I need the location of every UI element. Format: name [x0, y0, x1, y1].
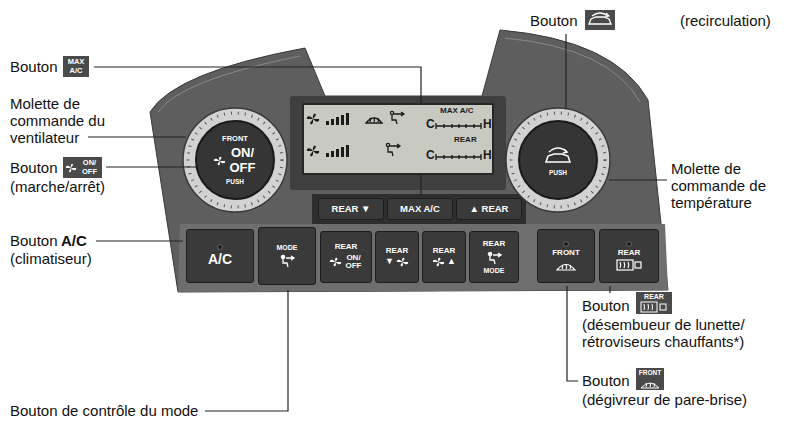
button-text: MODE — [277, 244, 298, 252]
icon-row: ON/ OFF — [329, 254, 364, 272]
fan-icon — [396, 257, 409, 267]
button-text: ON/ OFF — [228, 146, 258, 175]
display-text: H — [483, 149, 492, 161]
temperature-dial-ring — [506, 108, 610, 212]
car-glyph — [543, 144, 573, 166]
lcd-display: MAX A/C C H REAR C H — [302, 103, 494, 175]
button-text: ▼ — [385, 257, 394, 267]
callout-label: (recirculation) — [680, 12, 771, 29]
defrost-icon — [556, 259, 576, 271]
dot-glyph — [563, 241, 569, 247]
button-text: REAR — [433, 247, 456, 256]
icon-row: ▼ — [385, 257, 409, 267]
callout-label: Molette de commande de température — [671, 160, 789, 211]
mode-glyph — [485, 251, 503, 265]
icon-text: ON/ OFF — [78, 158, 101, 176]
icon-row: ON/ OFF — [213, 146, 258, 175]
dot-icon — [563, 241, 569, 247]
dot-icon — [626, 241, 632, 247]
callout-label: Bouton — [582, 297, 630, 314]
fan-icon — [329, 257, 342, 267]
rear-fan-up-button: REAR▲ — [422, 231, 466, 283]
icon-text: REAR — [636, 293, 672, 301]
fan-icon — [432, 257, 445, 267]
button-text: MODE — [484, 267, 505, 275]
icon-text: MAX A/C — [63, 57, 89, 75]
callout-label: (marche/arrêt) — [10, 178, 105, 195]
callout-label: A/C — [61, 232, 87, 249]
dot-glyph — [626, 241, 632, 247]
button-text: REAR — [618, 249, 641, 258]
icon-row: ▲ — [432, 257, 456, 267]
display-text: REAR — [454, 136, 477, 144]
mode-icon — [485, 251, 503, 265]
panel-body — [150, 30, 668, 292]
button-text: FRONT — [222, 135, 248, 143]
callout-label: (désembueur de lunette/ rétroviseurs cha… — [582, 316, 782, 350]
rear-fan-down-button: REAR▼ — [375, 231, 419, 283]
button-text: ON/ OFF — [344, 254, 364, 272]
display-text: C — [426, 149, 435, 161]
dot-glyph — [217, 244, 223, 250]
callout-label: (climatiseur) — [10, 250, 92, 267]
ac-button: A/C — [186, 229, 254, 283]
car-icon — [543, 144, 573, 166]
front-defrost-button: FRONT — [537, 229, 595, 283]
button-text: REAR ▼ — [332, 204, 371, 214]
display-text: H — [483, 118, 492, 130]
button-text: ▲ — [447, 257, 456, 267]
callout-label: Bouton — [530, 12, 578, 29]
leader-lines — [88, 34, 667, 411]
mode-glyph — [278, 254, 296, 268]
rear-defogger-button: REAR — [599, 229, 659, 283]
fan-control-dial: FRONT ON/ OFF PUSH — [195, 120, 275, 200]
mode-icon — [278, 254, 296, 268]
fan-icon — [213, 156, 226, 166]
button-text: FRONT — [552, 249, 580, 258]
fan-dial-ring — [183, 108, 287, 212]
defog-glyph — [616, 259, 642, 271]
icon-text: FRONT — [636, 369, 664, 377]
button-text: REAR — [335, 243, 358, 252]
rear-mode-button: REAR MODE — [469, 231, 519, 283]
fan-glyph — [213, 156, 226, 166]
button-text: PUSH — [549, 169, 567, 176]
temperature-dial: PUSH — [518, 120, 598, 200]
callout-label: Bouton — [10, 159, 58, 176]
button-text: ▲ REAR — [470, 204, 509, 214]
callout-label: Molette de commande du ventilateur — [10, 95, 130, 146]
callout-label: Bouton — [10, 58, 58, 75]
defrost-glyph — [556, 259, 576, 271]
display-text: MAX A/C — [440, 107, 473, 115]
callout-icons — [63, 10, 672, 390]
rear-fan-up-button: ▲ REAR — [456, 198, 522, 220]
callout-label: (dégivreur de pare-brise) — [582, 391, 747, 408]
button-text: PUSH — [226, 178, 244, 185]
callout-label: Bouton — [582, 372, 630, 389]
fan-glyph — [329, 257, 342, 267]
button-text: REAR — [386, 247, 409, 256]
dot-icon — [217, 244, 223, 250]
callout-label: Bouton de contrôle du mode — [10, 402, 198, 419]
rear-on-off-button: REAR ON/ OFF — [320, 231, 372, 283]
button-text: MAX A/C — [400, 204, 440, 214]
mode-button: MODE — [258, 227, 316, 285]
display-text: C — [426, 118, 435, 130]
defog-icon — [616, 259, 642, 271]
rear-fan-down-button: REAR ▼ — [318, 198, 384, 220]
button-text: REAR — [483, 240, 506, 249]
max-ac-button: MAX A/C — [387, 198, 453, 220]
fan-glyph — [396, 257, 409, 267]
fan-glyph — [432, 257, 445, 267]
callout-label: Bouton — [10, 232, 58, 249]
button-text: A/C — [208, 252, 232, 267]
